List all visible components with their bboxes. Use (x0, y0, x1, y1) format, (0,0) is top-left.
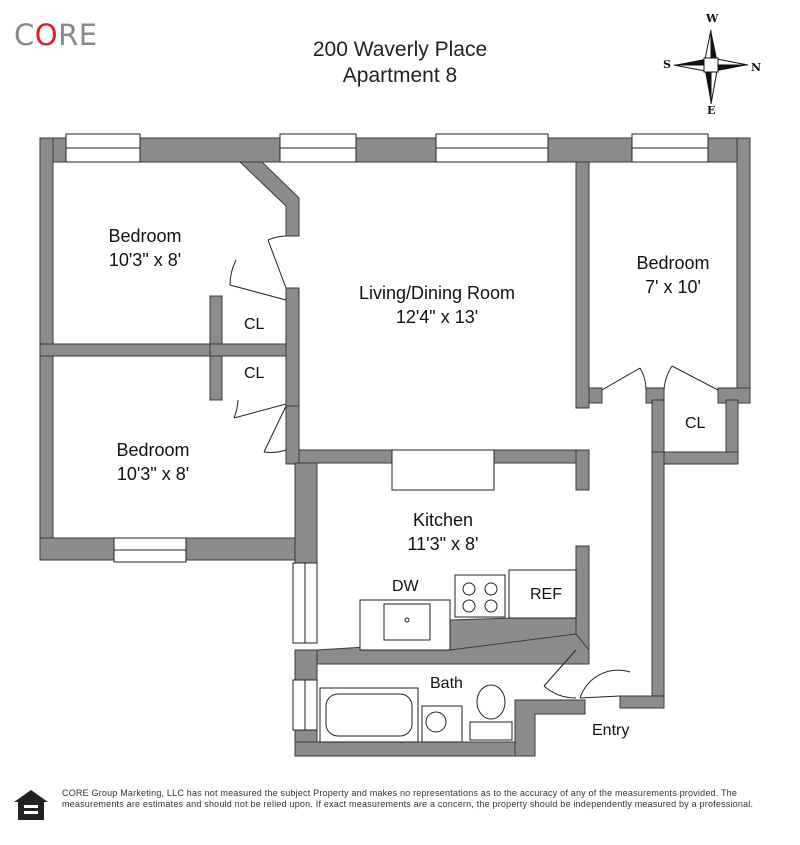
bedroom-2-label: Bedroom 10'3" x 8' (78, 438, 228, 486)
living-room-label: Living/Dining Room 12'4" x 13' (330, 281, 544, 329)
compass-icon (673, 29, 749, 105)
compass-west: W (706, 12, 719, 25)
logo-text-c: C (14, 18, 35, 52)
unit-title: Apartment 8 (342, 64, 458, 87)
compass-south: S (663, 58, 671, 71)
logo-text-o: O (34, 18, 59, 52)
closet-1-label: CL (244, 316, 265, 333)
living-room-size: 12'4" x 13' (395, 307, 479, 327)
bedroom-1-name: Bedroom (108, 226, 182, 246)
bath-fixtures (319, 684, 513, 743)
kitchen-name: Kitchen (412, 510, 474, 530)
bath-label: Bath (430, 675, 463, 692)
address-title: 200 Waverly Place (312, 38, 488, 61)
logo-text-re: RE (58, 18, 98, 52)
closet-3-label: CL (685, 415, 706, 432)
compass-north: N (751, 61, 762, 74)
equal-housing-icon (14, 790, 48, 820)
kitchen-fixtures (359, 569, 577, 651)
doors (229, 235, 719, 699)
closet-2-label: CL (244, 365, 265, 382)
windows (65, 133, 709, 731)
kitchen-label: Kitchen 11'3" x 8' (368, 508, 518, 556)
entry-label: Entry (592, 722, 630, 739)
core-logo: CORE (14, 18, 98, 52)
walls (39, 137, 751, 757)
dishwasher-label: DW (392, 578, 419, 595)
disclaimer-text: CORE Group Marketing, LLC has not measur… (62, 788, 754, 809)
bedroom-2-name: Bedroom (116, 440, 190, 460)
bedroom-2-size: 10'3" x 8' (116, 464, 190, 484)
bedroom-3-label: Bedroom 7' x 10' (598, 251, 748, 299)
refrigerator-label: REF (530, 586, 562, 603)
bedroom-3-name: Bedroom (636, 253, 710, 273)
living-room-name: Living/Dining Room (358, 283, 516, 303)
bedroom-3-size: 7' x 10' (645, 277, 701, 297)
kitchen-size: 11'3" x 8' (407, 534, 479, 554)
bedroom-1-label: Bedroom 10'3" x 8' (70, 224, 220, 272)
bedroom-1-size: 10'3" x 8' (108, 250, 182, 270)
compass-east: E (707, 104, 716, 117)
